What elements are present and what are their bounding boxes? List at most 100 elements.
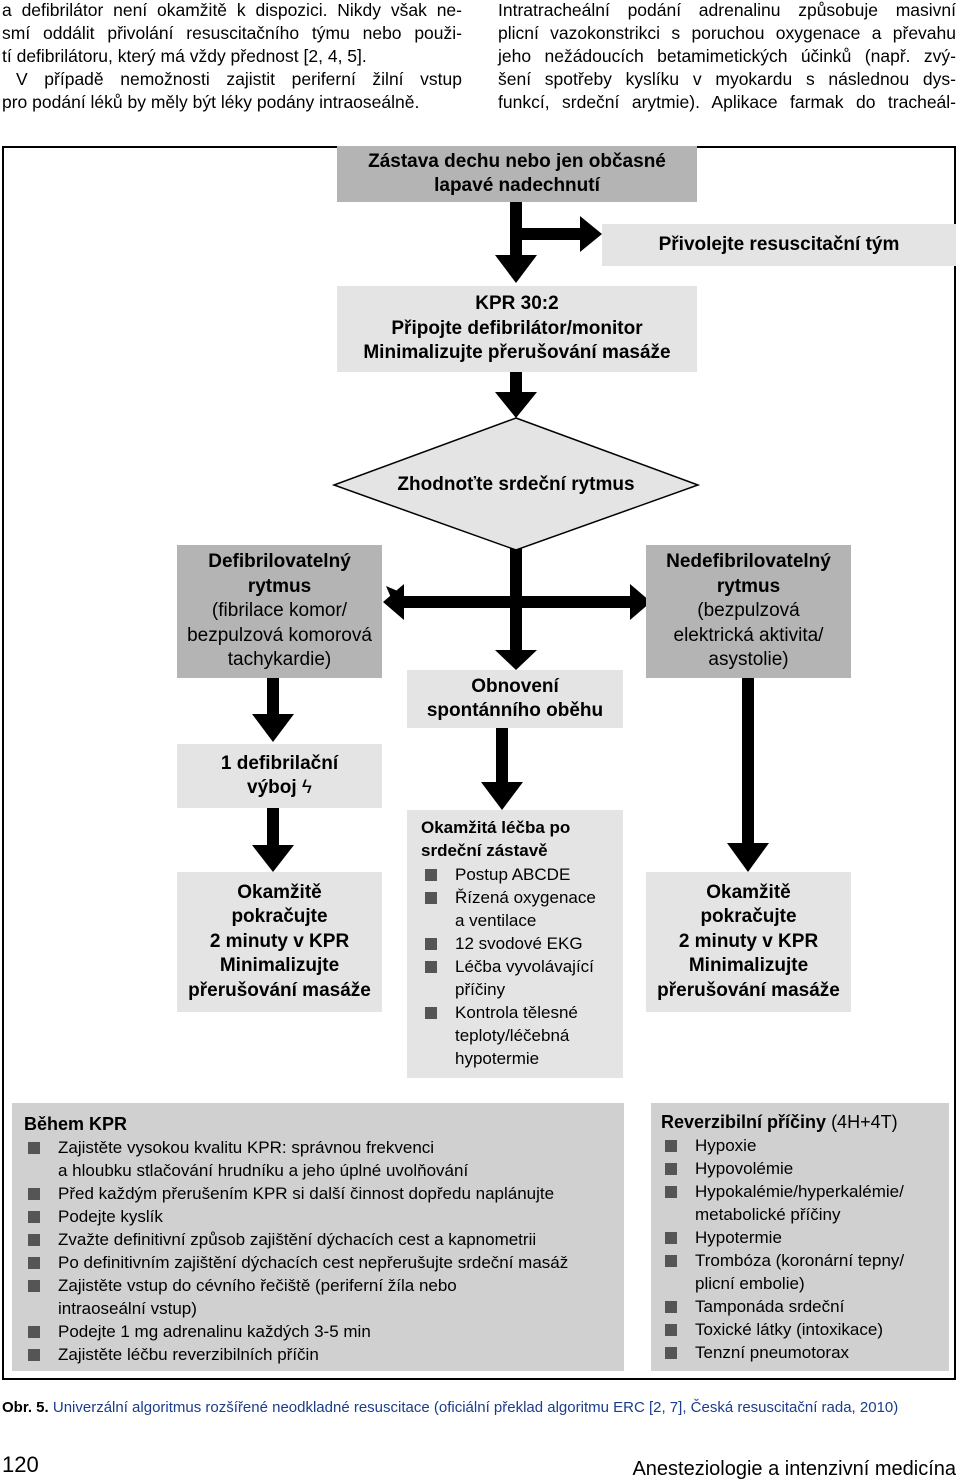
shock-line-text: výboj [247,777,297,798]
cpr-line: KPR 30:2 [475,293,559,315]
list-item-text: teploty/léčebná [455,1026,570,1045]
continue-right-line: Okamžitě [706,881,791,903]
list-item: Zajistěte vysokou kvalitu KPR: správnou … [24,1136,614,1182]
shockable-box: Defibrilovatelný rytmus (fibrilace komor… [177,545,382,678]
list-item-text: metabolické příčiny [695,1205,841,1224]
nonshockable-title: Nedefibrilovatelný [666,551,831,573]
reversible-list: Hypoxie Hypovolémie Hypokalémie/hyperkal… [661,1134,941,1364]
left-text-column: a defibrilátor není okamžitě k dispozici… [2,0,462,114]
list-item: Zajistěte vstup do cévního řečiště (peri… [24,1274,614,1320]
list-item-text: a hloubku stlačování hrudníku a jeho úpl… [58,1161,469,1180]
list-item-text: Toxické látky (intoxikace) [695,1320,884,1339]
list-item: Tamponáda srdeční [661,1295,941,1318]
figure-caption: Obr. 5. Univerzální algoritmus rozšířené… [2,1398,898,1418]
during-cpr-box: Během KPR Zajistěte vysokou kvalitu KPR:… [12,1103,624,1371]
call-team-box: Přivolejte resuscitační tým [602,224,956,266]
list-item: Po definitivním zajištění dýchacích cest… [24,1251,614,1274]
list-item: Trombóza (koronární tepny/plicní embolie… [661,1249,941,1295]
shock-line: výboj ϟ [247,776,312,801]
continue-right-line: 2 minuty v KPR [678,930,819,952]
left-text-line: tí defibrilátoru, který má vždy přednost… [2,46,367,66]
list-item-text: Zajistěte léčbu reverzibilních příčin [58,1345,319,1364]
arrow-shockable-to-shock [267,678,279,718]
right-text-line: plicní vazokonstrikci s poruchou oxygena… [498,23,956,43]
arrow-loop-left-head [386,586,400,600]
list-item-text: plicní embolie) [695,1274,805,1293]
list-item-text: příčiny [455,980,506,999]
call-team-label: Přivolejte resuscitační tým [658,233,900,255]
list-item: Podejte 1 mg adrenalinu každých 3-5 min [24,1320,614,1343]
arrow-cpr-to-assess [510,372,522,394]
list-item: Hypovolémie [661,1157,941,1180]
list-item-text: Tamponáda srdeční [695,1297,845,1316]
arrow-to-call-team [522,228,584,240]
reversible-causes-box: Reverzibilní příčiny (4H+4T) Hypoxie Hyp… [651,1103,949,1371]
nonshockable-desc: (bezpulzová [697,600,800,622]
cpr-line: Minimalizujte přerušování masáže [363,342,671,364]
continue-right-line: přerušování masáže [657,979,840,1001]
rosc-box: Obnovení spontánního oběhu [407,670,623,728]
list-item-text: Léčba vyvolávající [455,957,594,976]
list-item: Hypoxie [661,1134,941,1157]
list-item-text: Hypotermie [695,1228,782,1247]
left-text-line: V případě nemožnosti zajistit periferní … [16,69,462,89]
list-item-text: Po definitivním zajištění dýchacích cest… [58,1253,569,1272]
list-item: Tenzní pneumotorax [661,1341,941,1364]
arrow-shockable-to-shock-head [252,714,294,742]
journal-name: Anesteziologie a intenzivní medicína [632,1458,956,1480]
list-item-text: Podejte 1 mg adrenalinu každých 3-5 min [58,1322,371,1341]
caption-label: Obr. 5. [2,1399,49,1416]
right-text-line: jeho nežádoucích betamimetických účinků … [498,46,956,66]
list-item-text: Tenzní pneumotorax [695,1343,850,1362]
page-number: 120 [2,1452,39,1477]
during-cpr-title: Během KPR [24,1114,128,1134]
list-item: Postup ABCDE [421,863,613,886]
list-item: Před každým přerušením KPR si další činn… [24,1182,614,1205]
left-text-line: pro podání léků by měly být léky podány … [2,92,420,112]
list-item: 12 svodové EKG [421,932,613,955]
list-item: Léčba vyvolávající příčiny [421,955,613,1001]
right-text-line: funkcí, srdeční arytmie). Aplikace farma… [498,92,956,112]
assess-label: Zhodnoťte srdeční rytmus [360,470,672,500]
shockable-desc: tachykardie) [227,649,332,671]
lightning-icon: ϟ [301,777,312,798]
list-item-text: Hypokalémie/hyperkalémie/ [695,1182,904,1201]
arrow-nonshockable-to-continue-head [727,843,769,872]
start-line: lapavé nadechnutí [434,175,600,196]
continue-left-line: přerušování masáže [188,979,371,1001]
list-item-text: Postup ABCDE [455,865,571,884]
left-text-line: smí oddálit přivolání resuscitačního tým… [2,23,462,43]
nonshockable-title: rytmus [716,575,781,597]
continue-left-line: Okamžitě [237,881,322,903]
right-text-column: Intratracheální podání adrenalinu způsob… [498,0,956,114]
reversible-title: Reverzibilní příčiny [661,1112,827,1132]
arrow-start-to-cpr [510,200,522,258]
reversible-title-row: Reverzibilní příčiny (4H+4T) [661,1111,941,1134]
arrow-start-to-cpr-head [495,255,537,283]
continue-right-line: Minimalizujte [688,955,809,977]
list-item: Zajistěte léčbu reverzibilních příčin [24,1343,614,1366]
assess-text: Zhodnoťte srdeční rytmus [397,473,635,495]
arrow-cross-down-head [495,650,537,670]
list-item-text: Podejte kyslík [58,1207,163,1226]
list-item: Toxické látky (intoxikace) [661,1318,941,1341]
list-item-text: a ventilace [455,911,537,930]
list-item-text: Hypovolémie [695,1159,794,1178]
arrow-cpr-to-assess-head [495,392,537,418]
nonshockable-desc: asystolie) [708,649,789,671]
continue-right-line: pokračujte [700,906,797,928]
shockable-title: Defibrilovatelný [208,551,351,573]
assess-diamond [331,417,701,551]
list-item: Hypokalémie/hyperkalémie/metabolické pří… [661,1180,941,1226]
list-item-text: hypotermie [455,1049,540,1068]
list-item: Zvažte definitivní způsob zajištění dých… [24,1228,614,1251]
nonshockable-box: Nedefibrilovatelný rytmus (bezpulzová el… [646,545,851,678]
list-item: Hypotermie [661,1226,941,1249]
post-arrest-title: Okamžitá léčba po [421,818,571,837]
list-item-text: 12 svodové EKG [455,934,583,953]
arrow-shock-to-continue [267,808,279,848]
start-box: Zástava dechu nebo jen občasné lapavé na… [337,146,697,202]
list-item: Podejte kyslík [24,1205,614,1228]
